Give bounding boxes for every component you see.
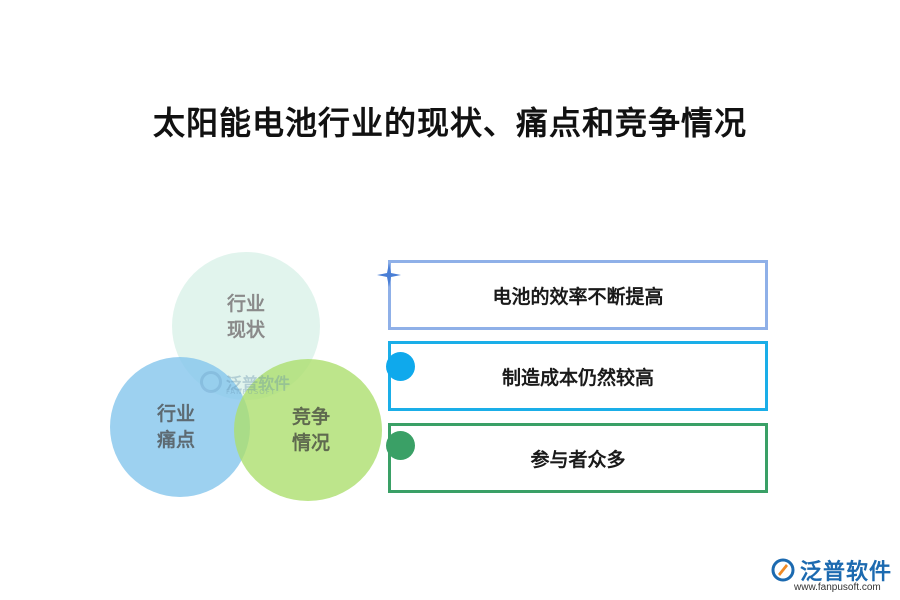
item-text-2: 制造成本仍然较高	[501, 366, 654, 389]
venn-label-pain-line2: 痛点	[156, 429, 195, 451]
venn-label-competition-line2: 情况	[291, 432, 330, 454]
item-box-2: 制造成本仍然较高	[388, 341, 768, 411]
venn-label-pain-line1: 行业	[156, 403, 195, 425]
venn-label-competition-line1: 竞争	[291, 406, 330, 428]
venn-diagram: 行业 现状 行业 痛点 竞争 情况	[100, 245, 400, 515]
item-text-1: 电池的效率不断提高	[492, 285, 664, 308]
brand-logo-icon	[771, 558, 795, 582]
brand-name: 泛普软件	[800, 560, 893, 585]
dot-icon-2	[386, 352, 415, 381]
venn-circle-competition: 竞争 情况	[234, 359, 382, 501]
watermark-logo-icon	[200, 371, 222, 393]
page-title: 太阳能电池行业的现状、痛点和竞争情况	[152, 104, 747, 142]
item-text-3: 参与者众多	[530, 448, 626, 471]
venn-label-status-line1: 行业	[226, 293, 265, 315]
item-box-3: 参与者众多	[388, 423, 768, 493]
venn-label-status-line2: 现状	[226, 319, 265, 341]
item-box-1: 电池的效率不断提高	[388, 260, 768, 330]
brand-logo-block: 泛普软件	[770, 554, 892, 586]
sparkle-icon	[377, 263, 401, 287]
watermark-text: 泛普软件	[226, 374, 291, 393]
venn-circle-pain: 行业 痛点	[110, 357, 250, 497]
dot-icon-3	[386, 431, 415, 460]
watermark: 泛普软件 FANPUSOFT	[200, 370, 291, 396]
brand-url: www.fanpusoft.com	[794, 582, 881, 593]
watermark-subtext: FANPUSOFT	[226, 388, 276, 396]
